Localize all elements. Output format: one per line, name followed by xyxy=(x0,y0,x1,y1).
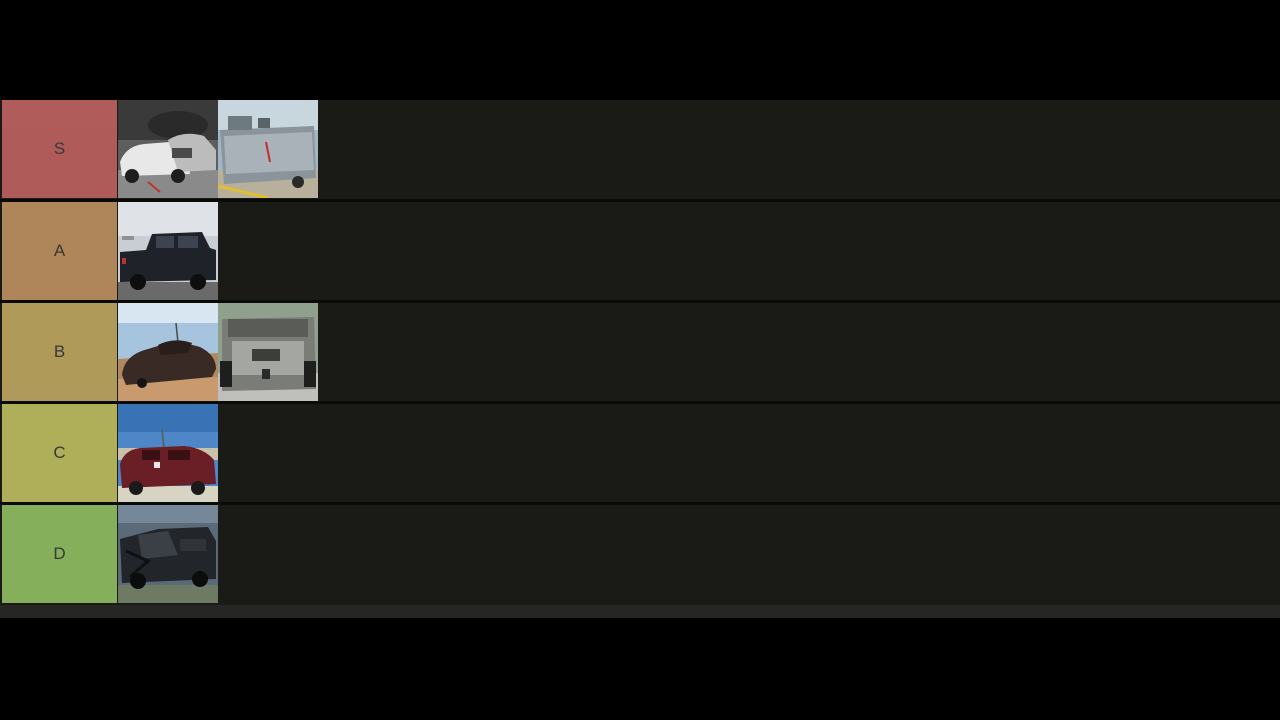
tier-items-c xyxy=(118,404,218,502)
tier-items-d xyxy=(118,505,218,603)
tier-divider xyxy=(0,401,1280,404)
tier-label-c[interactable]: C xyxy=(2,404,117,502)
gray-armored-suv-image[interactable] xyxy=(218,303,318,401)
armored-truck-image[interactable] xyxy=(218,100,318,198)
tier-divider xyxy=(0,502,1280,505)
tier-row-b: B xyxy=(0,303,1280,401)
tier-label-text: C xyxy=(53,443,66,462)
tier-row-a: A xyxy=(0,202,1280,300)
white-car-crash-image[interactable] xyxy=(118,100,218,198)
tier-divider xyxy=(0,199,1280,202)
tier-row-s: S xyxy=(0,100,1280,198)
tier-items-b xyxy=(118,303,318,401)
tier-label-b[interactable]: B xyxy=(2,303,117,401)
dark-sedan-desert-image[interactable] xyxy=(118,303,218,401)
tier-divider xyxy=(0,300,1280,303)
tier-row-c: C xyxy=(0,404,1280,502)
maroon-car-desert-image[interactable] xyxy=(118,404,218,502)
tier-label-text: D xyxy=(53,544,66,563)
tier-label-text: A xyxy=(53,241,66,260)
black-pickup-truck-image[interactable] xyxy=(118,202,218,300)
tier-items-a xyxy=(118,202,218,300)
tier-list-footer-strip xyxy=(0,605,1280,618)
tier-row-d: D xyxy=(0,505,1280,603)
tier-items-s xyxy=(118,100,318,198)
tier-label-d[interactable]: D xyxy=(2,505,117,603)
tier-label-text: S xyxy=(53,139,66,158)
tier-list: S xyxy=(0,100,1280,618)
tier-label-text: B xyxy=(53,342,66,361)
tier-label-a[interactable]: A xyxy=(2,202,117,300)
dark-armored-car-image[interactable] xyxy=(118,505,218,603)
tier-label-s[interactable]: S xyxy=(2,100,117,198)
